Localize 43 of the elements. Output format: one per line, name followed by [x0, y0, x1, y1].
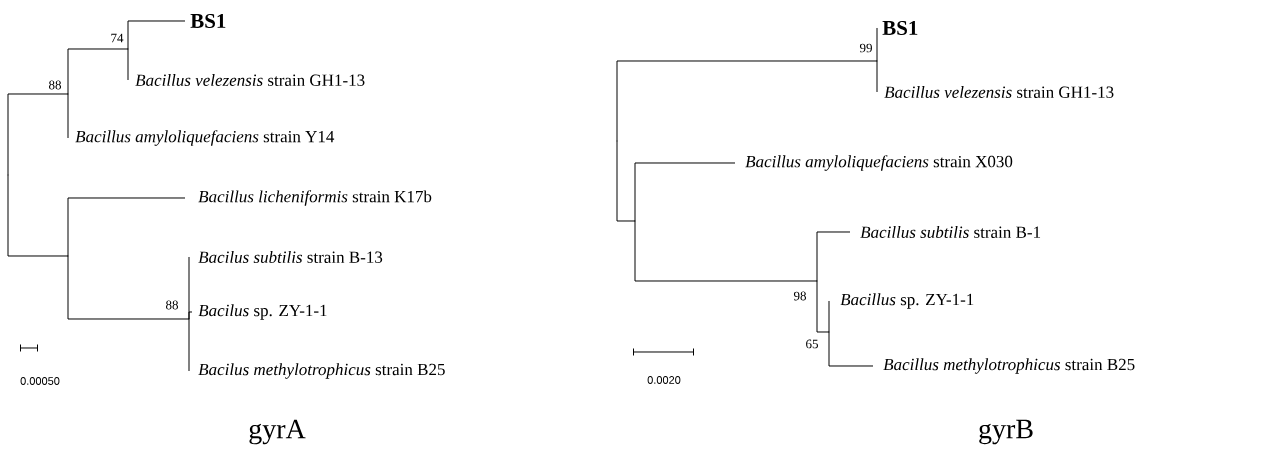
taxon-label: BS1	[190, 13, 226, 29]
tree-branch	[7, 93, 69, 176]
bootstrap-value: 98	[793, 291, 806, 301]
bootstrap-value: 88	[166, 300, 178, 310]
tree-branch	[616, 140, 636, 222]
tree-branch	[816, 280, 830, 333]
tree-branch	[127, 20, 186, 50]
tree-branch	[616, 60, 878, 142]
taxon-label: Bacilus sp. ZY-1-1	[198, 304, 327, 320]
tree-branch	[67, 48, 129, 95]
taxon-label: Bacillus velezensis strain GH1-13	[135, 74, 365, 86]
taxon-label: Bacillus velezensis strain GH1-13	[884, 86, 1114, 98]
tree-branch	[67, 93, 69, 139]
tree-branch	[876, 27, 878, 62]
tree-branch	[7, 174, 69, 257]
tree-branch	[127, 48, 129, 81]
bootstrap-value: 74	[111, 33, 124, 43]
tree-branch	[828, 331, 874, 367]
gene-label: gyrA	[249, 419, 306, 445]
taxon-label: Bacillus amyloliquefaciens strain Y14	[75, 130, 335, 146]
bootstrap-value: 65	[806, 339, 818, 349]
taxon-label: Bacillus amyloliquefaciens strain X030	[745, 155, 1013, 171]
tree-branch	[67, 255, 190, 320]
tree-branch	[67, 197, 186, 257]
tree-branch	[634, 220, 818, 282]
bootstrap-value: 99	[859, 43, 872, 53]
scale-label: 0.00050	[20, 377, 60, 385]
taxon-label: Bacilus subtilis strain B-13	[198, 251, 383, 263]
taxon-label: BS1	[882, 20, 918, 36]
taxon-label: Bacillus sp. ZY-1-1	[840, 293, 974, 309]
taxon-label: Bacillus licheniformis strain K17b	[198, 190, 432, 206]
scale-label: 0.0020	[647, 376, 681, 384]
taxon-label: Bacillus subtilis strain B-1	[860, 226, 1041, 238]
gene-label: gyrB	[979, 419, 1033, 445]
taxon-label: Bacilus methylotrophicus strain B25	[198, 363, 445, 379]
tree-branch	[188, 311, 193, 320]
bootstrap-value: 88	[49, 80, 61, 90]
tree-branch	[828, 300, 830, 333]
tree-branch	[188, 318, 190, 372]
tree-branch	[634, 162, 736, 222]
tree-branch	[876, 60, 878, 93]
tree-branch	[816, 231, 851, 282]
taxon-label: Bacillus methylotrophicus strain B25	[883, 358, 1135, 374]
